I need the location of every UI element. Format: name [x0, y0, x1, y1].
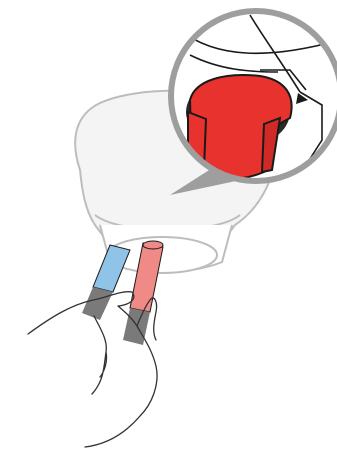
- magnifier-callout: [171, 11, 337, 181]
- blue-hose-icon: [82, 245, 130, 320]
